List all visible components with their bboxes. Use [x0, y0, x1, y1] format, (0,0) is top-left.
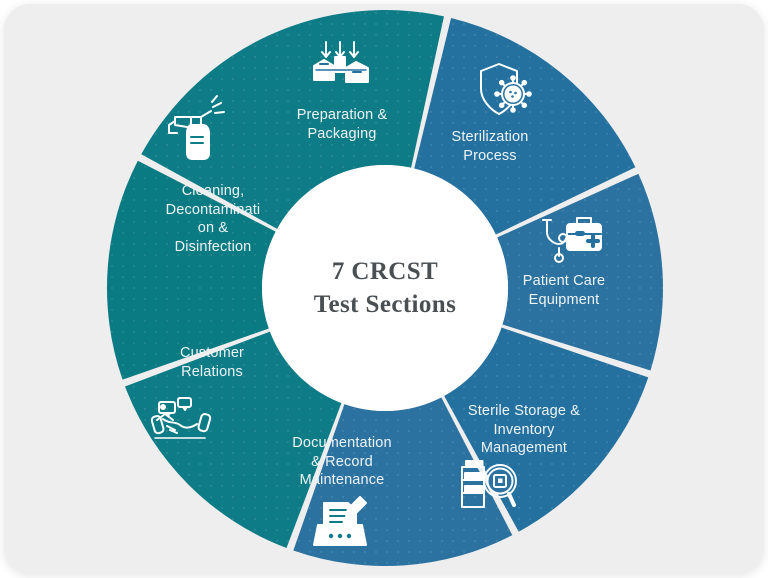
segment-texture [141, 9, 444, 229]
medical-kit-stethoscope-icon [542, 217, 602, 263]
segment-texture [497, 173, 663, 371]
boxes-packing-icon [313, 41, 369, 83]
shelves-magnifier-icon [461, 460, 517, 508]
center-title-line-2: Test Sections [313, 291, 457, 318]
center-hub: 7 CRCST Test Sections [262, 165, 508, 411]
document-pen-icon [313, 496, 367, 546]
center-title-line-1: 7 CRCST [331, 258, 439, 285]
segment-texture [125, 331, 342, 548]
icons-group [150, 41, 602, 546]
shield-germ-icon [480, 63, 532, 115]
handshake-icon [150, 397, 212, 439]
segment-texture [106, 160, 276, 380]
segment-texture [414, 17, 636, 235]
spray-bottle-icon [168, 95, 225, 160]
